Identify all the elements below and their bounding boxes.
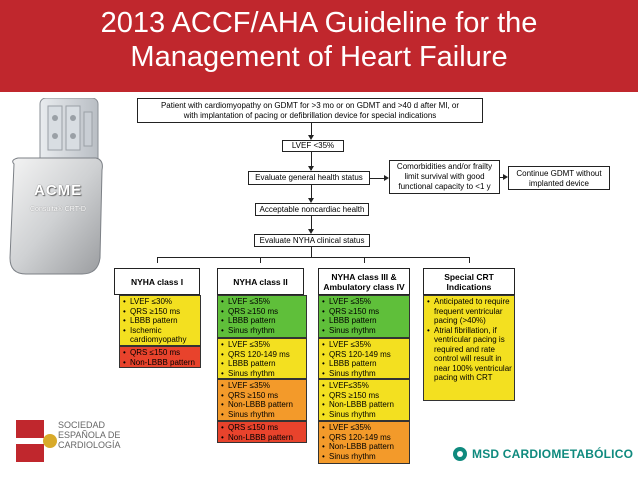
column-header-nyha-iii-iv-line-2: Ambulatory class IV xyxy=(323,282,404,292)
criterion: Non-LBBB pattern xyxy=(329,442,407,452)
criterion: Non-LBBB pattern xyxy=(329,400,407,410)
criterion: Non-LBBB pattern xyxy=(228,433,304,443)
msd-logo-icon xyxy=(452,446,468,462)
criterion: Sinus rhythm xyxy=(228,326,304,336)
general-health-label: Evaluate general health status xyxy=(255,173,363,182)
criterion: Anticipated to require frequent ventricu… xyxy=(434,297,512,326)
recommendation-cell-nyha-ii-3: LVEF ≤35% QRS ≥150 ms Non-LBBB pattern S… xyxy=(217,379,307,421)
connector xyxy=(364,257,365,263)
column-header-nyha-iii-iv: NYHA class III & Ambulatory class IV xyxy=(318,268,410,295)
criterion: QRS 120-149 ms xyxy=(228,350,304,360)
connector xyxy=(311,247,312,257)
criterion: QRS ≤150 ms xyxy=(228,423,304,433)
criterion: Sinus rhythm xyxy=(228,369,304,379)
criterion: Sinus rhythm xyxy=(329,452,407,462)
sec-logo-text: SOCIEDAD ESPAÑOLA DE CARDIOLOGÍA xyxy=(58,420,121,450)
criterion: QRS 120-149 ms xyxy=(329,350,407,360)
recommendation-cell-nyha-iii-iv-4: LVEF ≤35% QRS 120-149 ms Non-LBBB patter… xyxy=(318,421,410,464)
recommendation-cell-nyha-ii-1: LVEF ≤35% QRS ≥150 ms LBBB pattern Sinus… xyxy=(217,295,307,338)
criterion: QRS ≤150 ms xyxy=(130,348,198,358)
criterion: QRS ≥150 ms xyxy=(329,307,407,317)
comorbidities-box: Comorbidities and/or frailty limit survi… xyxy=(389,160,500,194)
criterion: LVEF ≤35% xyxy=(329,297,407,307)
criterion: QRS ≥150 ms xyxy=(228,307,304,317)
column-header-nyha-ii-line-1: NYHA class II xyxy=(233,277,288,287)
device-model: Consulta® CRT-D xyxy=(30,206,86,213)
patient-criteria-line-1: Patient with cardiomyopathy on GDMT for … xyxy=(138,101,482,111)
patient-criteria-box: Patient with cardiomyopathy on GDMT for … xyxy=(137,98,483,123)
recommendation-cell-nyha-ii-2: LVEF ≤35% QRS 120-149 ms LBBB pattern Si… xyxy=(217,338,307,379)
nyha-evaluation-box: Evaluate NYHA clinical status xyxy=(254,234,370,247)
criterion: QRS ≥150 ms xyxy=(228,391,304,401)
criterion: LBBB pattern xyxy=(130,316,198,326)
criterion: Atrial fibrillation, if ventricular paci… xyxy=(434,326,512,383)
lvef-box: LVEF <35% xyxy=(282,140,344,152)
criterion: Non-LBBB pattern xyxy=(130,358,198,368)
column-header-nyha-ii: NYHA class II xyxy=(217,268,304,295)
title-line-1: 2013 ACCF/AHA Guideline for the xyxy=(0,6,638,40)
comorbidities-line-2: limit survival with good xyxy=(390,172,499,182)
connector xyxy=(469,257,470,263)
comorbidities-line-1: Comorbidities and/or frailty xyxy=(390,162,499,172)
column-header-special-crt: Special CRT Indications xyxy=(423,268,515,295)
recommendation-cell-nyha-iii-iv-3: LVEF≤35% QRS ≥150 ms Non-LBBB pattern Si… xyxy=(318,379,410,421)
criterion: Sinus rhythm xyxy=(329,410,407,420)
acceptable-health-label: Acceptable noncardiac health xyxy=(260,205,365,214)
criterion: LBBB pattern xyxy=(228,359,304,369)
criterion: LVEF≤35% xyxy=(329,381,407,391)
connector xyxy=(370,178,385,179)
criterion: LBBB pattern xyxy=(228,316,304,326)
criterion: Sinus rhythm xyxy=(228,410,304,420)
msd-logo-text: MSD CARDIOMETABÓLICO xyxy=(472,447,633,461)
criterion: Ischemic cardiomyopathy xyxy=(130,326,198,345)
connector xyxy=(157,257,470,258)
title-line-2: Management of Heart Failure xyxy=(0,40,638,74)
column-header-special-crt-line-1: Special CRT xyxy=(444,272,494,282)
recommendation-cell-nyha-i-1: LVEF ≤30% QRS ≥150 ms LBBB pattern Ische… xyxy=(119,295,201,346)
criterion: LVEF ≤35% xyxy=(329,340,407,350)
patient-criteria-line-2: with implantation of pacing or defibrill… xyxy=(138,111,482,121)
continue-gdmt-box: Continue GDMT without implanted device xyxy=(508,166,610,190)
criterion: Non-LBBB pattern xyxy=(228,400,304,410)
column-header-nyha-i: NYHA class I xyxy=(114,268,200,295)
lvef-label: LVEF <35% xyxy=(292,141,334,150)
criterion: Sinus rhythm xyxy=(329,369,407,379)
page-title: 2013 ACCF/AHA Guideline for the Manageme… xyxy=(0,6,638,74)
criterion: LVEF ≤30% xyxy=(130,297,198,307)
criterion: QRS 120-149 ms xyxy=(329,433,407,443)
device-brand: ACME xyxy=(34,182,82,199)
recommendation-cell-special-crt: Anticipated to require frequent ventricu… xyxy=(423,295,515,401)
criterion: QRS ≥150 ms xyxy=(130,307,198,317)
criterion: LVEF ≤35% xyxy=(329,423,407,433)
connector xyxy=(157,257,158,263)
criterion: LBBB pattern xyxy=(329,316,407,326)
recommendation-cell-nyha-iii-iv-2: LVEF ≤35% QRS 120-149 ms LBBB pattern Si… xyxy=(318,338,410,379)
sec-logo-line-2: ESPAÑOLA DE xyxy=(58,430,121,440)
connector xyxy=(260,257,261,263)
recommendation-cell-nyha-ii-4: QRS ≤150 ms Non-LBBB pattern xyxy=(217,421,307,443)
criterion: Sinus rhythm xyxy=(329,326,407,336)
continue-gdmt-line-1: Continue GDMT without xyxy=(509,169,609,179)
sec-logo-line-1: SOCIEDAD xyxy=(58,420,121,430)
comorbidities-line-3: functional capacity to <1 y xyxy=(390,182,499,192)
nyha-evaluation-label: Evaluate NYHA clinical status xyxy=(260,236,365,245)
column-header-nyha-iii-iv-line-1: NYHA class III & xyxy=(323,272,404,282)
criterion: LBBB pattern xyxy=(329,359,407,369)
connector xyxy=(311,123,312,135)
criterion: LVEF ≤35% xyxy=(228,297,304,307)
criterion: QRS ≥150 ms xyxy=(329,391,407,401)
sec-logo-line-3: CARDIOLOGÍA xyxy=(58,440,121,450)
continue-gdmt-line-2: implanted device xyxy=(509,179,609,189)
general-health-box: Evaluate general health status xyxy=(248,171,370,185)
recommendation-cell-nyha-i-2: QRS ≤150 ms Non-LBBB pattern xyxy=(119,346,201,368)
criterion: LVEF ≤35% xyxy=(228,381,304,391)
acceptable-health-box: Acceptable noncardiac health xyxy=(255,203,369,216)
column-header-special-crt-line-2: Indications xyxy=(444,282,494,292)
column-header-nyha-i-line-1: NYHA class I xyxy=(131,277,183,287)
recommendation-cell-nyha-iii-iv-1: LVEF ≤35% QRS ≥150 ms LBBB pattern Sinus… xyxy=(318,295,410,338)
criterion: LVEF ≤35% xyxy=(228,340,304,350)
